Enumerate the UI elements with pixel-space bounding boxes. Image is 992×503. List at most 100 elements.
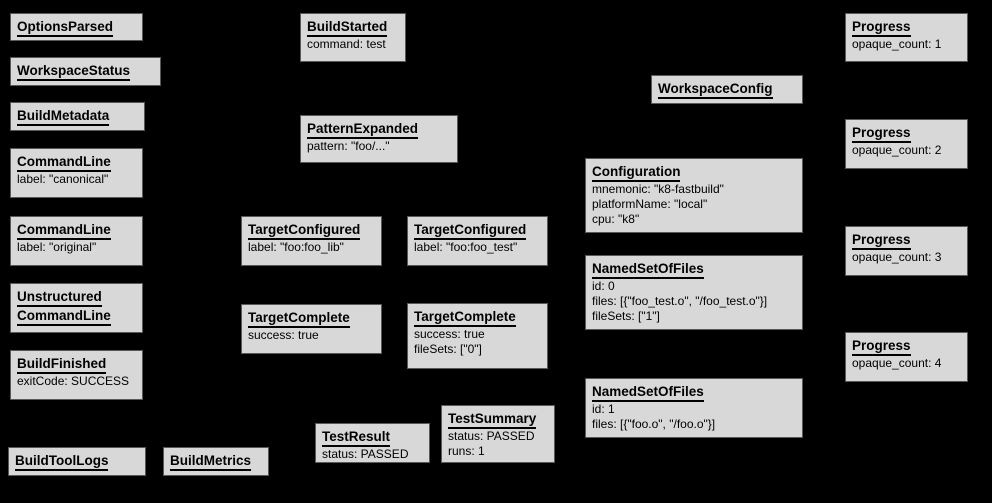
node-title: Progress	[852, 231, 961, 250]
node-field: cpu: "k8"	[592, 212, 640, 226]
node-progress-3: Progress opaque_count: 3	[845, 226, 968, 276]
node-field: label: "foo:foo_test"	[414, 240, 518, 254]
node-field: id: 0	[592, 279, 615, 293]
node-configuration: Configuration mnemonic: "k8-fastbuild"pl…	[585, 158, 803, 233]
node-title-text: BuildToolLogs	[15, 452, 109, 471]
node-title-text: CommandLine	[17, 307, 111, 326]
node-progress-2: Progress opaque_count: 2	[845, 119, 968, 169]
node-title: OptionsParsed	[17, 18, 136, 37]
node-testresult: TestResult status: PASSED	[315, 423, 430, 463]
node-field: runs: 1	[448, 444, 485, 458]
node-title-text: Unstructured	[17, 288, 102, 307]
node-field: label: "foo:foo_lib"	[248, 240, 344, 254]
node-title-text: NamedSetOfFiles	[592, 383, 704, 402]
node-targetcomplete-foo-lib: TargetComplete success: true	[241, 304, 382, 354]
node-field: exitCode: SUCCESS	[17, 374, 130, 388]
node-workspaceconfig: WorkspaceConfig	[651, 75, 803, 104]
node-title: NamedSetOfFiles	[592, 260, 796, 279]
node-title: BuildMetadata	[17, 107, 138, 126]
node-title: CommandLine	[17, 153, 136, 172]
node-title: TargetConfigured	[414, 221, 541, 240]
node-targetconfigured-foo-lib: TargetConfigured label: "foo:foo_lib"	[241, 216, 382, 266]
node-field: id: 1	[592, 402, 615, 416]
node-title-text: NamedSetOfFiles	[592, 260, 704, 279]
node-title-text: Progress	[852, 18, 911, 37]
node-title: BuildFinished	[17, 355, 136, 374]
node-title-text: TargetComplete	[414, 308, 516, 327]
node-title: NamedSetOfFiles	[592, 383, 796, 402]
node-field: label: "canonical"	[17, 172, 109, 186]
node-field: platformName: "local"	[592, 197, 708, 211]
node-field: command: test	[307, 37, 386, 51]
node-title: WorkspaceConfig	[658, 80, 796, 99]
node-field: pattern: "foo/..."	[307, 139, 390, 153]
node-commandline-canonical: CommandLine label: "canonical"	[10, 148, 143, 198]
node-title-text: Progress	[852, 124, 911, 143]
node-patternexpanded: PatternExpanded pattern: "foo/..."	[300, 115, 458, 163]
node-field: fileSets: ["1"]	[592, 309, 660, 323]
node-field: success: true	[414, 327, 485, 341]
node-commandline-original: CommandLine label: "original"	[10, 216, 143, 266]
node-title-text: WorkspaceConfig	[658, 80, 773, 99]
node-title-text: PatternExpanded	[307, 120, 419, 139]
node-title-text: BuildMetrics	[170, 452, 252, 471]
node-title: TestSummary	[448, 410, 548, 429]
node-buildmetrics: BuildMetrics	[163, 447, 269, 476]
node-progress-1: Progress opaque_count: 1	[845, 13, 968, 62]
node-field: status: PASSED	[322, 447, 409, 461]
node-optionsparsed: OptionsParsed	[10, 13, 143, 41]
node-buildstarted: BuildStarted command: test	[300, 13, 406, 62]
node-progress-4: Progress opaque_count: 4	[845, 332, 968, 382]
node-field: status: PASSED	[448, 429, 535, 443]
node-title-text: CommandLine	[17, 153, 111, 172]
node-field: opaque_count: 1	[852, 37, 942, 51]
node-title-text: TargetComplete	[248, 309, 350, 328]
node-field: fileSets: ["0"]	[414, 342, 482, 356]
node-buildfinished: BuildFinished exitCode: SUCCESS	[10, 350, 143, 400]
node-field: opaque_count: 2	[852, 143, 942, 157]
node-title: TargetConfigured	[248, 221, 375, 240]
node-title: CommandLine	[17, 221, 136, 240]
node-title: PatternExpanded	[307, 120, 451, 139]
node-title-text: TestSummary	[448, 410, 537, 429]
node-field: mnemonic: "k8-fastbuild"	[592, 182, 724, 196]
node-field: label: "original"	[17, 240, 97, 254]
node-title-text: TargetConfigured	[248, 221, 361, 240]
node-title-text: Progress	[852, 337, 911, 356]
node-title: TargetComplete	[248, 309, 375, 328]
node-buildmetadata: BuildMetadata	[10, 102, 145, 131]
node-title-text: Progress	[852, 231, 911, 250]
node-field: opaque_count: 4	[852, 356, 942, 370]
node-targetconfigured-foo-test: TargetConfigured label: "foo:foo_test"	[407, 216, 548, 266]
node-title-text: TargetConfigured	[414, 221, 527, 240]
node-buildtoollogs: BuildToolLogs	[8, 447, 146, 476]
node-title: Progress	[852, 124, 961, 143]
node-title: Configuration	[592, 163, 796, 182]
node-title: WorkspaceStatus	[17, 62, 154, 81]
node-title-text: BuildFinished	[17, 355, 107, 374]
node-title: BuildMetrics	[170, 452, 262, 471]
node-title: BuildToolLogs	[15, 452, 139, 471]
node-field: success: true	[248, 328, 319, 342]
node-title-text: TestResult	[322, 428, 391, 447]
node-title: Progress	[852, 18, 961, 37]
node-field: opaque_count: 3	[852, 250, 942, 264]
node-title-text: WorkspaceStatus	[17, 62, 131, 81]
node-field: files: [{"foo_test.o", "/foo_test.o"}]	[592, 294, 768, 308]
node-title: TargetComplete	[414, 308, 541, 327]
node-field: files: [{"foo.o", "/foo.o"}]	[592, 417, 716, 431]
node-title: BuildStarted	[307, 18, 399, 37]
node-title-text: Configuration	[592, 163, 681, 182]
node-title-text: BuildMetadata	[17, 107, 110, 126]
node-title-text: OptionsParsed	[17, 18, 114, 37]
node-workspacestatus: WorkspaceStatus	[10, 57, 161, 86]
node-title: Progress	[852, 337, 961, 356]
node-title: TestResult	[322, 428, 423, 447]
node-title-text: CommandLine	[17, 221, 111, 240]
